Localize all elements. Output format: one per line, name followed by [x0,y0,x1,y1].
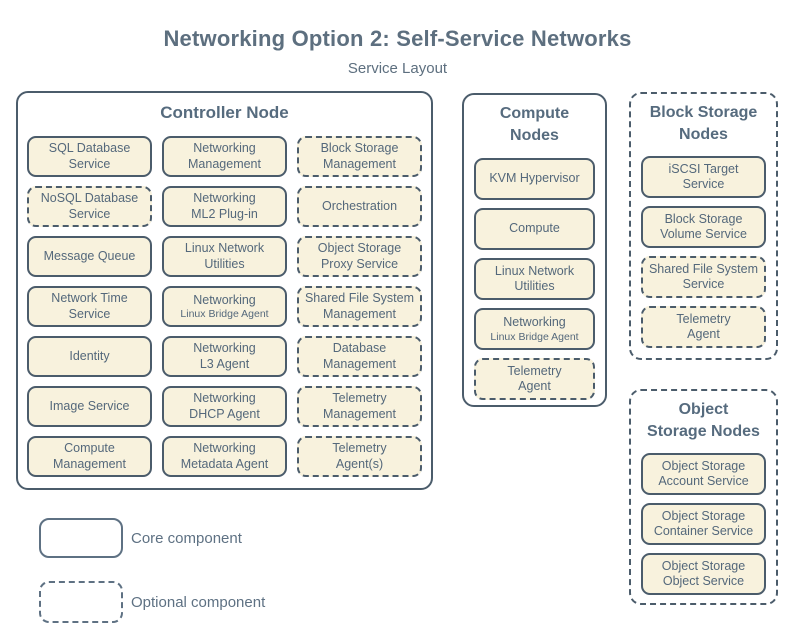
legend-optional-label: Optional component [131,593,266,611]
service-shared-file-system: Shared File System Service [641,256,766,298]
service-nosql-database: NoSQL Database Service [27,186,152,227]
controller-services-grid: SQL Database Service Networking Manageme… [27,136,422,477]
legend-optional-swatch [39,581,123,623]
service-linux-network-utilities: Linux Network Utilities [162,236,287,277]
service-block-storage-volume: Block Storage Volume Service [641,206,766,248]
legend-core-swatch [39,518,123,558]
page-subtitle: Service Layout [347,60,448,77]
service-iscsi-target: iSCSI Target Service [641,156,766,198]
compute-services-stack: KVM Hypervisor Compute Linux Network Uti… [474,158,595,400]
service-telemetry-management: Telemetry Management [297,386,422,427]
legend-core-row: Core component [39,518,242,558]
service-object-storage-object: Object Storage Object Service [641,553,766,595]
legend-core-label: Core component [131,529,242,547]
service-block-storage-management: Block Storage Management [297,136,422,177]
controller-node-box: Controller Node SQL Database Service Net… [16,91,433,490]
service-network-time: Network Time Service [27,286,152,327]
service-telemetry-agents: Telemetry Agent(s) [297,436,422,477]
block-storage-nodes-title: Block Storage Nodes [649,104,758,143]
object-storage-nodes-box: Object Storage Nodes Object Storage Acco… [629,389,778,605]
service-orchestration: Orchestration [297,186,422,227]
service-message-queue: Message Queue [27,236,152,277]
service-networking-l3-agent: Networking L3 Agent [162,336,287,377]
service-compute-management: Compute Management [27,436,152,477]
service-block-telemetry-agent: Telemetry Agent [641,306,766,348]
service-shared-file-system-management: Shared File System Management [297,286,422,327]
service-networking-management: Networking Management [162,136,287,177]
page-title: Networking Option 2: Self-Service Networ… [163,26,632,51]
service-object-storage-account: Object Storage Account Service [641,453,766,495]
service-kvm-hypervisor: KVM Hypervisor [474,158,595,200]
service-networking-ml2-plugin: Networking ML2 Plug-in [162,186,287,227]
service-networking-dhcp-agent: Networking DHCP Agent [162,386,287,427]
service-object-storage-proxy: Object Storage Proxy Service [297,236,422,277]
service-database-management: Database Management [297,336,422,377]
object-storage-nodes-title: Object Storage Nodes [647,401,760,440]
service-sql-database: SQL Database Service [27,136,152,177]
service-identity: Identity [27,336,152,377]
service-compute-telemetry-agent: Telemetry Agent [474,358,595,400]
object-storage-services-stack: Object Storage Account Service Object St… [641,453,766,595]
service-image-service: Image Service [27,386,152,427]
controller-node-title: Controller Node [160,103,289,122]
compute-nodes-box: Compute Nodes KVM Hypervisor Compute Lin… [462,93,607,407]
service-object-storage-container: Object Storage Container Service [641,503,766,545]
legend-optional-row: Optional component [39,581,265,623]
block-storage-services-stack: iSCSI Target Service Block Storage Volum… [641,156,766,348]
service-networking-metadata-agent: Networking Metadata Agent [162,436,287,477]
compute-nodes-title: Compute Nodes [499,105,570,144]
service-compute: Compute [474,208,595,250]
block-storage-nodes-box: Block Storage Nodes iSCSI Target Service… [629,92,778,360]
service-compute-linux-network-utilities: Linux Network Utilities [474,258,595,300]
